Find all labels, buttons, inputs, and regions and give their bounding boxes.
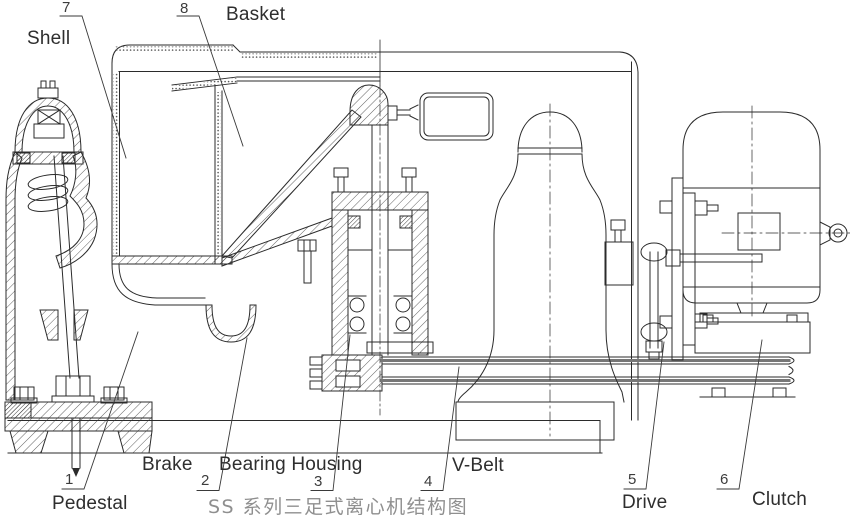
part-label-v-belt: V-Belt [452, 455, 504, 476]
callout-number-bearing-housing: 3 [314, 473, 323, 490]
bearing-housing [297, 85, 434, 416]
leader-lines [59, 15, 763, 491]
inspection-plate [419, 92, 494, 141]
figure-caption: SS 系列三足式离心机结构图 [208, 496, 469, 518]
motor-assembly [682, 105, 850, 398]
callout-number-basket: 8 [180, 0, 189, 17]
motor-bracket [604, 177, 763, 361]
v-belt-band [380, 356, 795, 385]
callout-number-v-belt: 4 [424, 473, 433, 490]
support-column [455, 103, 625, 441]
part-label-pedestal: Pedestal [52, 493, 128, 514]
callout-number-brake: 2 [201, 472, 210, 489]
part-label-bearing-housing: Bearing Housing [219, 454, 363, 475]
pedestal-assembly [4, 80, 153, 477]
callout-number-pedestal: 1 [65, 471, 74, 488]
callout-number-drive: 5 [628, 471, 637, 488]
part-label-drive: Drive [622, 492, 668, 513]
part-label-basket: Basket [226, 4, 286, 25]
part-label-brake: Brake [142, 454, 193, 475]
part-label-clutch: Clutch [752, 489, 808, 510]
part-label-shell: Shell [27, 28, 71, 49]
basket-drum [171, 76, 419, 265]
callout-number-clutch: 6 [720, 471, 729, 488]
callout-number-shell: 7 [62, 0, 71, 16]
shell-casing [111, 39, 639, 421]
